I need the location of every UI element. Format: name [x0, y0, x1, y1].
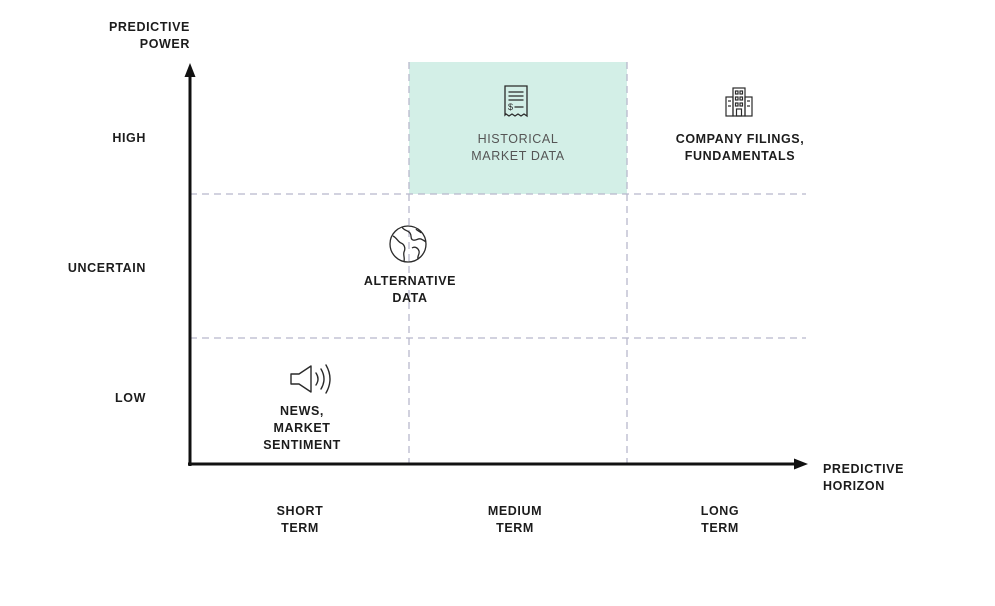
item-company-filings: COMPANY FILINGS, FUNDAMENTALS — [675, 132, 805, 163]
x-axis-title: PREDICTIVE HORIZON — [823, 462, 905, 493]
x-level-medium-term: MEDIUM TERM — [487, 504, 543, 535]
building-icon — [725, 87, 753, 117]
grid-lines — [190, 62, 806, 464]
y-axis-title: PREDICTIVE POWER — [108, 20, 190, 51]
axes — [188, 76, 795, 466]
highlight-cell — [409, 62, 627, 194]
item-historical-market-data: HISTORICAL MARKET DATA — [471, 132, 565, 163]
x-level-long-term: LONG TERM — [700, 504, 740, 535]
document-icon: $ — [504, 85, 528, 118]
y-level-uncertain: UNCERTAIN — [67, 261, 146, 275]
item-alternative-data: ALTERNATIVE DATA — [363, 274, 457, 305]
globe-icon — [389, 225, 427, 263]
y-level-high: HIGH — [112, 131, 146, 145]
speaker-icon — [290, 364, 331, 394]
y-level-low: LOW — [115, 391, 146, 405]
svg-text:$: $ — [508, 102, 513, 112]
x-level-short-term: SHORT TERM — [276, 504, 324, 535]
item-news-sentiment: NEWS, MARKET SENTIMENT — [263, 404, 341, 452]
y-axis-arrowhead — [184, 63, 196, 77]
footnote — [0, 597, 995, 606]
x-axis-arrowhead — [794, 458, 808, 470]
